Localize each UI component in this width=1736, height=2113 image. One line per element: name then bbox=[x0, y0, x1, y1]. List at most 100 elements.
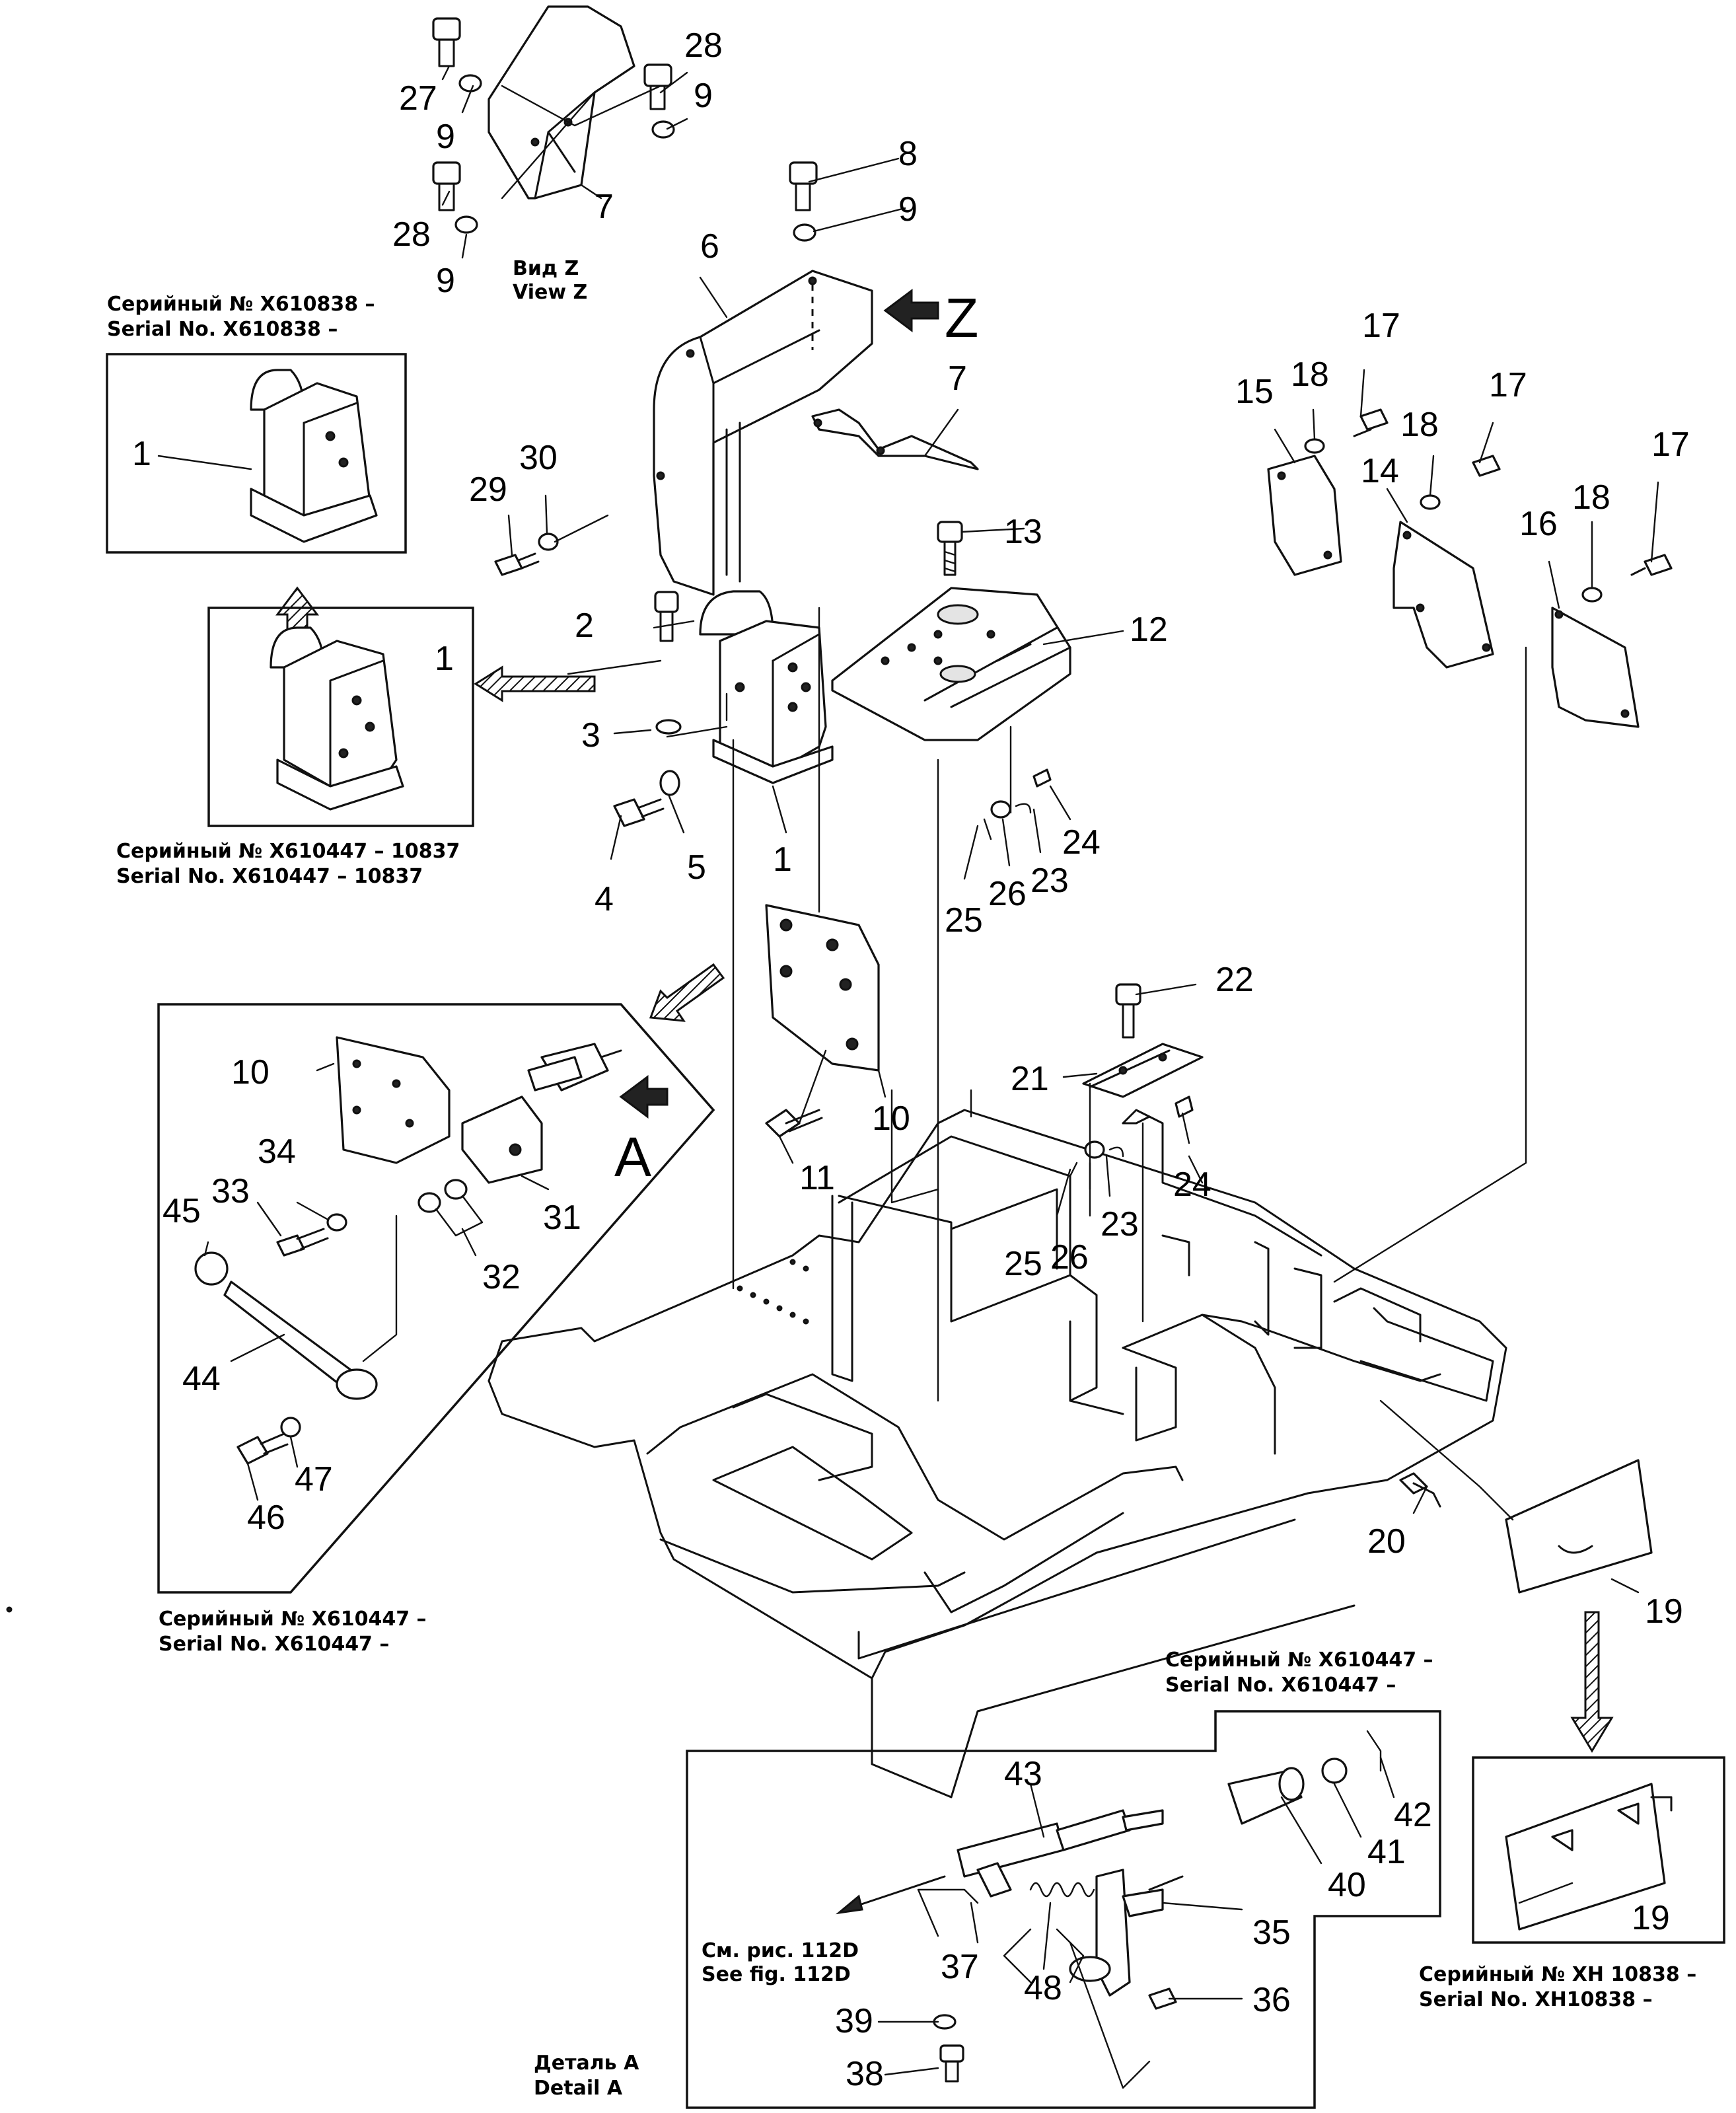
callout-17: 17 bbox=[1362, 307, 1400, 345]
note-serial-x610447-10837-ru: Серийный № X610447 – 10837 bbox=[116, 840, 460, 863]
note-serial-xh10838-ru: Серийный № XH 10838 – bbox=[1419, 1963, 1696, 1986]
callout-46: 46 bbox=[247, 1499, 285, 1537]
note-see-fig-en: See fig. 112D bbox=[702, 1963, 851, 1986]
callout-3: 3 bbox=[581, 716, 600, 755]
bracket-7-view-z bbox=[488, 5, 635, 200]
callout-1: 1 bbox=[132, 435, 151, 473]
note-view-z-ru: Вид Z bbox=[513, 257, 579, 280]
cover-16 bbox=[1551, 607, 1640, 728]
callout-7: 7 bbox=[948, 359, 967, 398]
callout-9: 9 bbox=[436, 118, 455, 156]
callout-10: 10 bbox=[231, 1053, 270, 1092]
callout-32: 32 bbox=[482, 1258, 521, 1296]
leader-lines bbox=[157, 65, 1659, 2076]
note-detail-a-ru: Деталь A bbox=[534, 2052, 639, 2075]
callout-17: 17 bbox=[1489, 366, 1527, 404]
callout-19: 19 bbox=[1645, 1592, 1683, 1631]
callout-15: 15 bbox=[1235, 373, 1274, 411]
note-serial-x610447-ru: Серийный № X610447 – bbox=[159, 1608, 427, 1631]
callout-44: 44 bbox=[182, 1360, 221, 1398]
bolt-22 bbox=[1115, 983, 1141, 1039]
callout-34: 34 bbox=[258, 1132, 296, 1171]
callout-33: 33 bbox=[211, 1172, 250, 1210]
panel-10 bbox=[765, 904, 880, 1072]
callout-18: 18 bbox=[1291, 355, 1329, 394]
margin-dot bbox=[6, 1606, 13, 1613]
callout-8: 8 bbox=[898, 135, 918, 173]
inset-x610447-10837 bbox=[207, 607, 474, 827]
cover-14 bbox=[1392, 521, 1494, 669]
callout-17: 17 bbox=[1651, 426, 1690, 464]
dotted-holes bbox=[737, 1259, 809, 1325]
inset-x610838 bbox=[106, 353, 407, 554]
callout-25: 25 bbox=[1004, 1245, 1042, 1283]
callout-28: 28 bbox=[684, 26, 723, 65]
hinge-21 bbox=[1082, 1043, 1204, 1098]
callout-25: 25 bbox=[945, 901, 983, 940]
cover-15 bbox=[1267, 455, 1342, 576]
callout-47: 47 bbox=[295, 1460, 333, 1499]
note-serial-x610447-en: Serial No. X610447 – bbox=[159, 1633, 389, 1656]
hatched-arrows bbox=[275, 586, 1614, 1753]
callout-7: 7 bbox=[595, 188, 614, 226]
callout-21: 21 bbox=[1011, 1060, 1049, 1098]
note-see-fig-ru: См. рис. 112D bbox=[702, 1939, 859, 1962]
note-view-z-en: View Z bbox=[513, 281, 587, 304]
view-letter-z: Z bbox=[945, 287, 978, 349]
callout-24: 24 bbox=[1173, 1166, 1212, 1204]
inset-detail-lever: A bbox=[157, 1003, 715, 1594]
callout-16: 16 bbox=[1519, 505, 1558, 543]
view-letter-a: A bbox=[614, 1126, 651, 1188]
callout-35: 35 bbox=[1252, 1913, 1291, 1952]
bracket-1 bbox=[699, 590, 834, 784]
callout-1: 1 bbox=[773, 840, 792, 879]
callout-37: 37 bbox=[941, 1948, 979, 1986]
callout-14: 14 bbox=[1361, 452, 1399, 490]
callout-28: 28 bbox=[392, 215, 431, 254]
callout-13: 13 bbox=[1004, 513, 1042, 551]
floor-frame bbox=[488, 1109, 1507, 1798]
callout-31: 31 bbox=[543, 1199, 581, 1237]
note-serial-x610447-10837-en: Serial No. X610447 – 10837 bbox=[116, 865, 423, 888]
callout-38: 38 bbox=[846, 2055, 884, 2093]
callout-23: 23 bbox=[1101, 1205, 1139, 1243]
callout-18: 18 bbox=[1572, 478, 1610, 517]
callout-9: 9 bbox=[436, 262, 455, 300]
callout-26: 26 bbox=[988, 875, 1027, 913]
bolts-27-28 bbox=[432, 17, 818, 211]
note-serial-xh10838-en: Serial No. XH10838 – bbox=[1419, 1988, 1653, 2011]
callout-29: 29 bbox=[469, 470, 507, 509]
callout-22: 22 bbox=[1215, 961, 1254, 999]
callout-41: 41 bbox=[1367, 1833, 1406, 1871]
callout-20: 20 bbox=[1367, 1522, 1406, 1561]
callout-4: 4 bbox=[595, 880, 614, 918]
callout-2: 2 bbox=[575, 607, 594, 645]
bracket-7 bbox=[811, 408, 979, 470]
inset-detail-a bbox=[686, 1710, 1441, 2109]
callout-12: 12 bbox=[1130, 611, 1168, 649]
callout-26: 26 bbox=[1050, 1238, 1089, 1277]
callout-5: 5 bbox=[687, 848, 706, 887]
callout-36: 36 bbox=[1252, 1981, 1291, 2019]
bolts-2-4 bbox=[613, 591, 682, 827]
callout-numbers: 1 1 1 2 3 4 5 6 7 7 8 9 9 9 9 10 10 11 1… bbox=[132, 26, 1690, 2093]
callout-1: 1 bbox=[435, 640, 454, 678]
console-column-6 bbox=[653, 270, 873, 596]
callout-45: 45 bbox=[163, 1192, 201, 1230]
plate-12 bbox=[831, 587, 1071, 741]
bolt-13 bbox=[937, 521, 963, 576]
bolt-29 bbox=[494, 533, 559, 576]
note-serial-x610838-ru: Серийный № X610838 – bbox=[107, 293, 375, 316]
callout-19: 19 bbox=[1632, 1899, 1670, 1937]
serial-notes: Вид Z View Z Серийный № X610838 – Serial… bbox=[107, 257, 1696, 2100]
callout-27: 27 bbox=[399, 79, 437, 118]
washers-9 bbox=[454, 74, 816, 242]
bolt-11 bbox=[765, 1109, 823, 1138]
callout-9: 9 bbox=[694, 77, 713, 115]
assembly-lines bbox=[501, 85, 1527, 1521]
callout-30: 30 bbox=[519, 439, 558, 477]
note-serial-x610447-detail-en: Serial No. X610447 – bbox=[1165, 1674, 1396, 1697]
callout-40: 40 bbox=[1328, 1866, 1366, 1904]
cover-19 bbox=[1505, 1459, 1653, 1594]
